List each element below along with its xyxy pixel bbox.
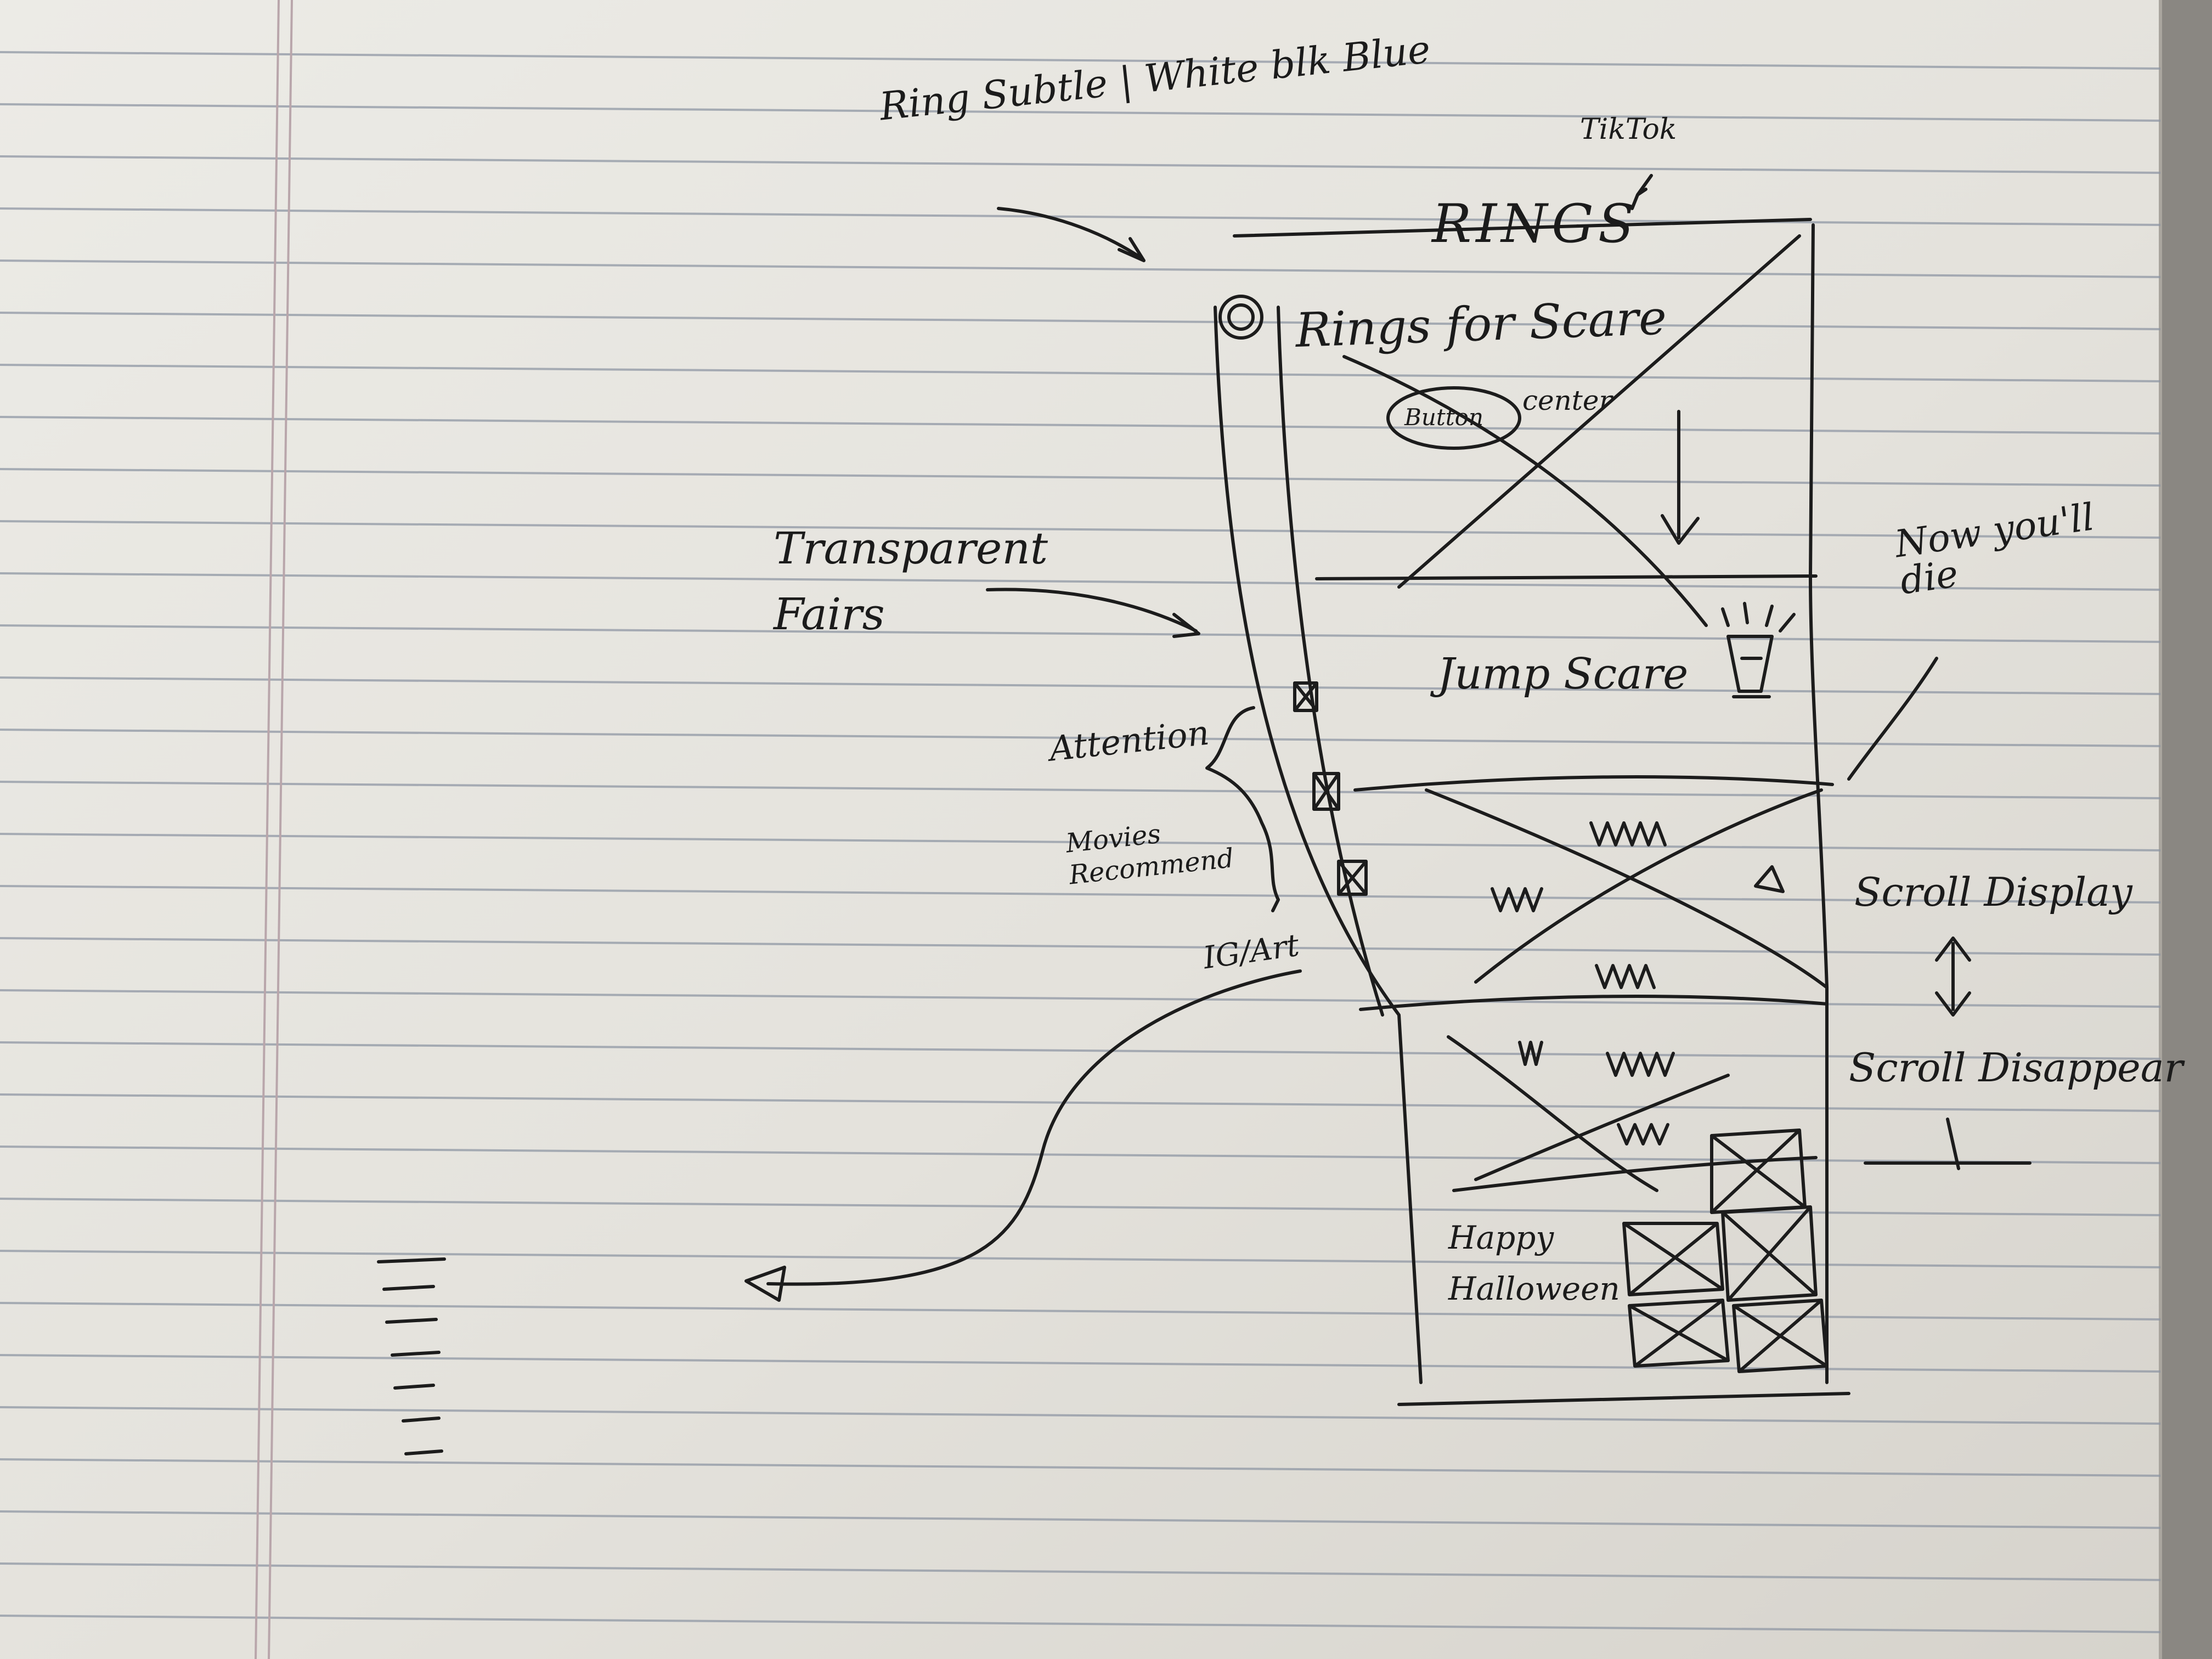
hero-button-label: Button [1404,406,1483,429]
title-rings: RINGS [1432,198,1639,250]
note-scroll-disappear: Scroll Disappear [1849,1048,2183,1087]
note-transparent: Transparent Fairs [774,516,1059,647]
hero-button-note: center [1522,387,1612,414]
note-tiktok: TikTok [1580,115,1677,144]
note-scroll-display: Scroll Display [1854,872,2132,912]
hero-heading: Rings for Scare [1295,294,1667,354]
jump-scare-label: Jump Scare [1437,653,1688,696]
note-happy-halloween: Happy Halloween [1448,1212,1624,1314]
